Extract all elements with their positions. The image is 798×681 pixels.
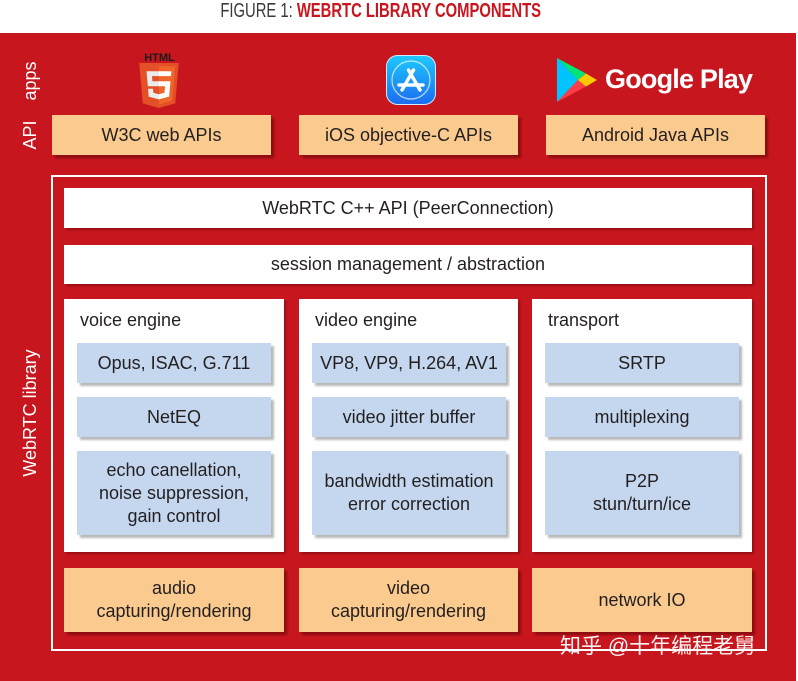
transport-block: transport SRTP multiplexing P2P stun/tur… <box>532 299 752 552</box>
component-label: SRTP <box>618 352 666 373</box>
component-box: SRTP <box>545 343 739 383</box>
component-box: Opus, ISAC, G.711 <box>77 343 271 383</box>
component-label: bandwidth estimation error correction <box>324 471 494 514</box>
api-box-w3c: W3C web APIs <box>52 115 271 155</box>
component-box: bandwidth estimation error correction <box>312 451 506 535</box>
figure-title: FIGURE 1: WEBRTC LIBRARY COMPONENTS <box>0 0 762 23</box>
component-label: echo canellation, noise suppression, gai… <box>98 459 250 526</box>
video-io-box: video capturing/rendering <box>299 568 518 632</box>
component-label: Opus, ISAC, G.711 <box>97 352 251 373</box>
figure-title-text: FIGURE 1: WEBRTC LIBRARY COMPONENTS <box>221 0 542 23</box>
engine-title: transport <box>548 310 620 330</box>
voice-engine-block: voice engine Opus, ISAC, G.711 NetEQ ech… <box>64 299 284 552</box>
webrtc-library-frame: WebRTC C++ API (PeerConnection) session … <box>51 175 767 651</box>
session-management-bar: session management / abstraction <box>64 245 752 284</box>
component-box: P2P stun/turn/ice <box>545 451 739 535</box>
watermark: 知乎 @十年编程老舅 <box>560 635 756 658</box>
component-label: P2P stun/turn/ice <box>592 471 692 514</box>
google-play-wordmark: Google Play <box>605 64 753 94</box>
component-box: echo canellation, noise suppression, gai… <box>77 451 271 535</box>
library-layer-label: WebRTC library <box>20 349 40 477</box>
component-label: video jitter buffer <box>342 406 476 427</box>
figure-label: FIGURE 1: <box>220 0 294 22</box>
apps-layer-label: apps <box>20 61 40 101</box>
engine-title: voice engine <box>80 310 182 330</box>
io-label: network IO <box>598 589 686 610</box>
engine-title: video engine <box>315 310 418 330</box>
api-box-ios: iOS objective-C APIs <box>299 115 518 155</box>
figure-heading: WEBRTC LIBRARY COMPONENTS <box>297 0 542 22</box>
api-layer-label: API <box>20 120 40 150</box>
google-play-icon <box>557 58 597 102</box>
app-store-icon <box>386 55 436 105</box>
component-label: multiplexing <box>594 406 690 427</box>
audio-io-box: audio capturing/rendering <box>64 568 284 632</box>
cpp-api-bar: WebRTC C++ API (PeerConnection) <box>64 188 752 228</box>
io-label: video capturing/rendering <box>330 578 487 621</box>
component-box: video jitter buffer <box>312 397 506 437</box>
network-io-box: network IO <box>532 568 752 632</box>
video-engine-block: video engine VP8, VP9, H.264, AV1 video … <box>299 299 518 552</box>
component-box: multiplexing <box>545 397 739 437</box>
html5-logo-text: HTML <box>144 52 175 64</box>
api-box-android: Android Java APIs <box>546 115 765 155</box>
component-box: NetEQ <box>77 397 271 437</box>
component-box: VP8, VP9, H.264, AV1 <box>312 343 506 383</box>
component-label: VP8, VP9, H.264, AV1 <box>320 352 498 373</box>
html5-logo-icon: HTML <box>139 52 179 109</box>
component-label: NetEQ <box>146 406 202 427</box>
html5-shield <box>139 63 179 109</box>
io-label: audio capturing/rendering <box>96 578 252 621</box>
